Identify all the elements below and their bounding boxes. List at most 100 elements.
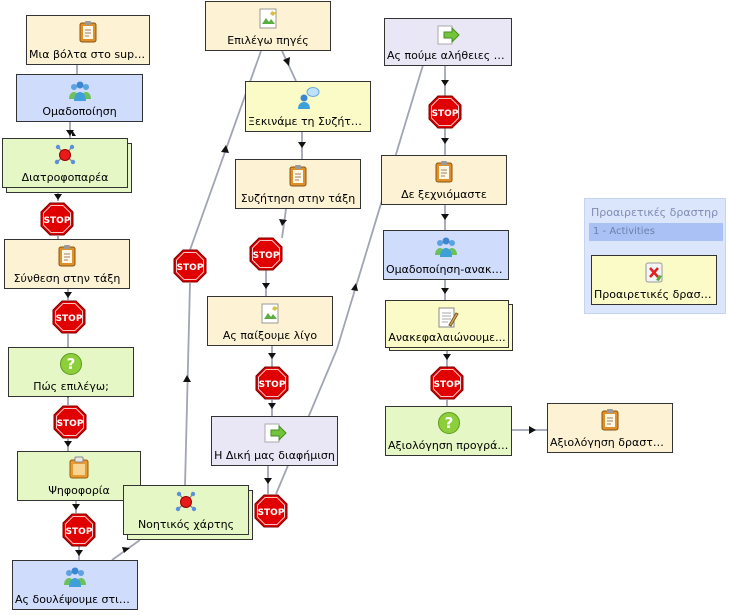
arrow-head (283, 57, 290, 66)
arrow-head (66, 130, 76, 136)
resource-icon (258, 301, 282, 325)
activity-work[interactable]: Ας δουλέψουμε στις ο (12, 560, 138, 610)
activity-group-recap[interactable]: Ομαδοποίηση-ανακεφαλ (383, 230, 509, 280)
activity-how-choose[interactable]: Πώς επιλέγω; (8, 347, 134, 397)
arrow-head (279, 219, 287, 226)
activity-mindmap[interactable]: Νοητικός χάρτης (123, 485, 249, 535)
activity-label: Ανακεφαλαιώνουμε... (388, 331, 506, 344)
arrow-head (54, 194, 62, 200)
activity-label: Ομαδοποίηση (42, 105, 117, 118)
stop-label: STOP (434, 380, 461, 390)
activity-label: Νοητικός χάρτης (137, 518, 235, 531)
connector-22 (336, 64, 424, 350)
stop-sign[interactable]: STOP (428, 95, 462, 129)
arrow-head (298, 142, 306, 148)
cross-notepad-icon (642, 260, 666, 284)
activity-eval-activity[interactable]: Αξιολόγηση δραστηριο (547, 403, 673, 453)
activity-recap[interactable]: Ανακεφαλαιώνουμε... (385, 300, 509, 348)
stop-label: STOP (56, 314, 83, 324)
activity-label: Διατροφοπαρέα (21, 171, 109, 184)
activity-label: Ξεκινάμε τη Συζήτηση (248, 115, 368, 128)
stop-sign[interactable]: STOP (62, 513, 96, 547)
activity-label: Πώς επιλέγω; (33, 380, 109, 393)
stop-label: STOP (57, 419, 84, 429)
arrow-head (351, 283, 358, 291)
activity-eval-program[interactable]: Αξιολόγηση προγράμμα (385, 406, 512, 456)
stop-label: STOP (253, 251, 280, 261)
stop-label: STOP (258, 508, 285, 518)
activity-dont-forget[interactable]: Δε ξεχνιόμαστε (381, 155, 507, 205)
activity-advert[interactable]: Η Δική μας διαφήμιση (211, 416, 338, 466)
clipboard-icon (67, 456, 91, 480)
stop-label: STOP (44, 216, 71, 226)
arrow-head (72, 504, 80, 510)
activity-voting[interactable]: Ψηφοφορία (17, 451, 141, 501)
arrow-head (443, 354, 451, 360)
stop-sign[interactable]: STOP (52, 300, 86, 334)
activity-label: Σύνθεση στην τάξη (13, 272, 121, 285)
arrow-head (122, 547, 130, 553)
activity-supermarket[interactable]: Μια βόλτα στο superm (26, 15, 150, 65)
arrow-head (75, 550, 83, 556)
activity-label: Δε ξεχνιόμαστε (401, 188, 487, 201)
stop-label: STOP (66, 527, 93, 537)
notepad-icon (286, 164, 310, 188)
arrow-head (441, 288, 449, 294)
molecule-icon (53, 143, 77, 167)
arrow-head (268, 353, 276, 359)
activity-label: Η Δική μας διαφήμιση (214, 449, 335, 462)
activity-grouping[interactable]: Ομαδοποίηση (16, 74, 143, 122)
question-icon (59, 352, 83, 376)
stop-sign[interactable]: STOP (53, 405, 87, 439)
arrow-head (441, 138, 449, 144)
activity-label: Συζήτηση στην τάξη (240, 192, 356, 205)
activity-label: Επιλέγω πηγές (227, 34, 309, 47)
arrow-head (264, 478, 272, 484)
arrow-head (183, 375, 191, 382)
group-icon (68, 79, 92, 103)
question-icon (437, 411, 461, 435)
activity-sources[interactable]: Επιλέγω πηγές (205, 1, 331, 51)
notepad-icon (598, 408, 622, 432)
notepad-icon (76, 20, 100, 44)
stop-label: STOP (177, 263, 204, 273)
stop-sign[interactable]: STOP (255, 366, 289, 400)
activity-diatrofoparea[interactable]: Διατροφοπαρέα (2, 138, 128, 188)
activity-class-discussion[interactable]: Συζήτηση στην τάξη (235, 159, 361, 209)
optional-panel-title: Προαιρετικές δραστηρ (591, 206, 719, 219)
stop-sign[interactable]: STOP (40, 202, 74, 236)
activity-label: Ας πούμε αλήθειες τώ (387, 49, 509, 62)
arrow-heads (54, 57, 536, 556)
activity-synthesis[interactable]: Σύνθεση στην τάξη (4, 239, 130, 289)
molecule-icon (174, 490, 198, 514)
activity-label: Ψηφοφορία (48, 484, 110, 497)
activity-label: Προαιρετικές δραστηρ (594, 288, 714, 301)
stop-sign[interactable]: STOP (254, 494, 288, 528)
activity-label: Ομαδοποίηση-ανακεφαλ (386, 263, 506, 276)
arrow-head (64, 441, 72, 447)
group-icon (63, 565, 87, 589)
stop-sign[interactable]: STOP (249, 237, 283, 271)
activity-start-discussion[interactable]: Ξεκινάμε τη Συζήτηση (245, 81, 371, 132)
chat-icon (296, 86, 320, 110)
stop-sign[interactable]: STOP (173, 249, 207, 283)
document-icon (435, 305, 459, 329)
arrow-head (268, 403, 276, 409)
arrow-head (529, 426, 536, 434)
activity-play[interactable]: Ας παίξουμε λίγο (207, 296, 333, 346)
activity-label: Αξιολόγηση δραστηριο (550, 436, 670, 449)
activity-label: Ας δουλέψουμε στις ο (15, 593, 135, 606)
activity-truths[interactable]: Ας πούμε αλήθειες τώ (384, 18, 512, 66)
group-icon (434, 235, 458, 259)
activity-optional[interactable]: Προαιρετικές δραστηρ (591, 255, 717, 305)
arrow-head (441, 214, 449, 220)
stop-label: STOP (259, 380, 286, 390)
connector-12 (184, 282, 191, 487)
activity-label: Αξιολόγηση προγράμμα (388, 439, 509, 452)
notepad-icon (432, 160, 456, 184)
share-arrow-icon (436, 23, 460, 47)
optional-activities-panel[interactable]: Προαιρετικές δραστηρ 1 - Activities Προα… (584, 198, 726, 314)
stop-sign[interactable]: STOP (430, 366, 464, 400)
share-arrow-icon (263, 421, 287, 445)
arrow-head (221, 145, 229, 153)
